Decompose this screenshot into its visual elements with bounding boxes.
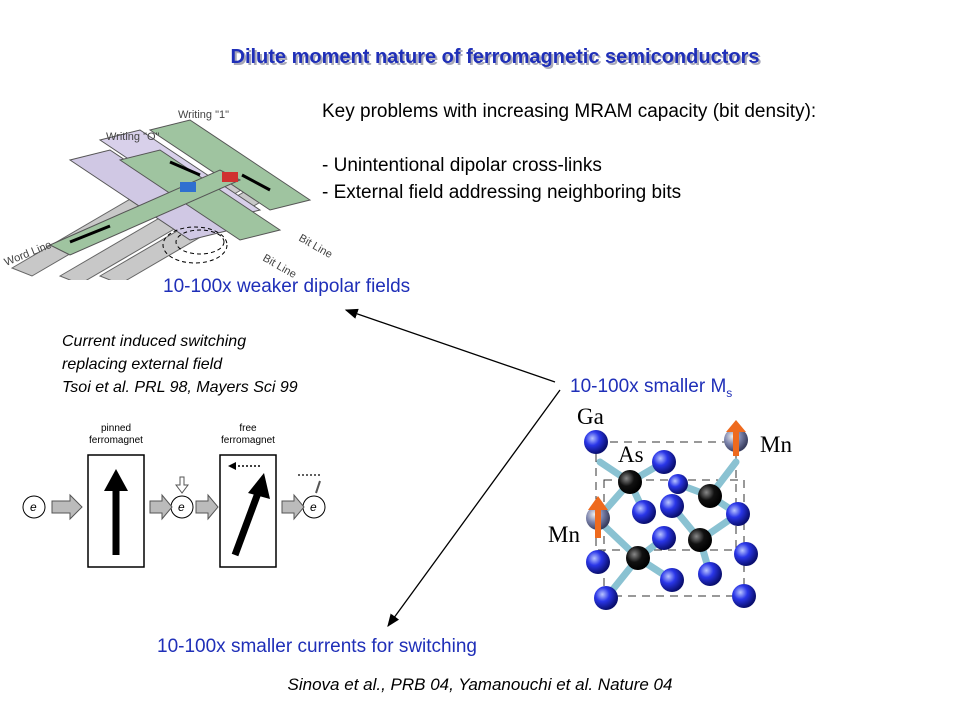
dipolar-fields-label: 10-100x weaker dipolar fields	[163, 276, 411, 297]
citation-line: replacing external field	[62, 356, 223, 373]
problems-heading: Key problems with increasing MRAM capaci…	[322, 101, 817, 122]
arrow-to-dipolar	[344, 308, 556, 383]
mn-right-label: Mn	[760, 432, 792, 457]
writing-one-label: Writing "1"	[178, 109, 229, 121]
as-label: As	[618, 442, 644, 467]
citation-line: Current induced switching	[62, 333, 247, 350]
electron-label: e	[30, 500, 37, 514]
pinned-label-2: ferromagnet	[89, 435, 143, 446]
citation-line: Tsoi et al. PRL 98, Mayers Sci 99	[62, 379, 298, 396]
smaller-ms-label: 10-100x smaller Ms	[570, 376, 732, 400]
current-switching-citation: Current induced switching replacing exte…	[62, 330, 298, 399]
writing-zero-label: Writing "O"	[106, 131, 160, 143]
pinned-label: pinned	[101, 423, 131, 434]
ga-label: Ga	[577, 404, 604, 429]
problem-item: - External field addressing neighboring …	[322, 182, 682, 203]
problems-block: Key problems with increasing MRAM capaci…	[322, 98, 816, 206]
arrow-to-currents	[387, 389, 561, 628]
footer-citation: Sinova et al., PRB 04, Yamanouchi et al.…	[287, 675, 673, 694]
ms-subscript: s	[726, 385, 733, 400]
electron-label: e	[310, 500, 317, 514]
free-label: free	[239, 423, 257, 434]
spin-transfer-diagram: pinned ferromagnet free ferromagnet e e …	[22, 423, 326, 568]
slide-title: Dilute moment nature of ferromagnetic se…	[230, 46, 760, 68]
smaller-ms-text: 10-100x smaller M	[570, 376, 727, 397]
mram-array-illustration: Writing "1" Writing "O" Word Line Bit Li…	[3, 109, 334, 280]
problem-item: - Unintentional dipolar cross-links	[322, 155, 602, 176]
free-label-2: ferromagnet	[221, 435, 275, 446]
mn-left-label: Mn	[548, 522, 580, 547]
electron-label: e	[178, 500, 185, 514]
smaller-currents-label: 10-100x smaller currents for switching	[157, 636, 477, 657]
free-arrow	[231, 491, 262, 557]
gamnas-crystal-structure	[584, 420, 758, 610]
